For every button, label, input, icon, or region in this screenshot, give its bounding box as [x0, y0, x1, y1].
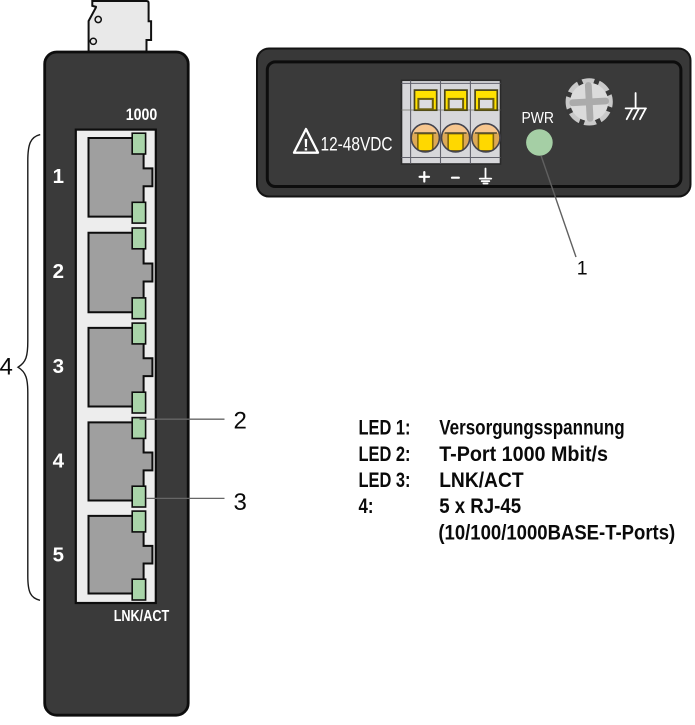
svg-text:T-Port 1000 Mbit/s: T-Port 1000 Mbit/s	[439, 443, 608, 466]
svg-text:4:: 4:	[359, 495, 374, 518]
svg-text:LNK/ACT: LNK/ACT	[114, 608, 170, 625]
svg-text:LED 3:: LED 3:	[359, 469, 411, 492]
svg-text:LED 1:: LED 1:	[359, 417, 411, 440]
svg-text:4: 4	[53, 450, 65, 473]
svg-text:3: 3	[234, 489, 247, 516]
svg-text:1: 1	[577, 258, 588, 280]
svg-text:PWR: PWR	[522, 110, 555, 127]
svg-text:LNK/ACT: LNK/ACT	[439, 469, 524, 492]
svg-text:(10/100/1000BASE-T-Ports): (10/100/1000BASE-T-Ports)	[438, 522, 675, 545]
svg-text:!: !	[303, 136, 309, 155]
svg-text:2: 2	[234, 408, 247, 435]
svg-text:5: 5	[53, 544, 64, 567]
svg-text:3: 3	[53, 355, 64, 378]
svg-text:12-48VDC: 12-48VDC	[321, 134, 393, 156]
svg-text:2: 2	[53, 260, 64, 283]
svg-text:1000: 1000	[126, 106, 158, 124]
svg-text:4: 4	[0, 354, 13, 381]
svg-text:1: 1	[53, 165, 64, 188]
svg-text:Versorgungsspannung: Versorgungsspannung	[439, 417, 625, 440]
svg-text:5 x RJ-45: 5 x RJ-45	[439, 495, 521, 518]
svg-text:LED 2:: LED 2:	[359, 443, 411, 466]
